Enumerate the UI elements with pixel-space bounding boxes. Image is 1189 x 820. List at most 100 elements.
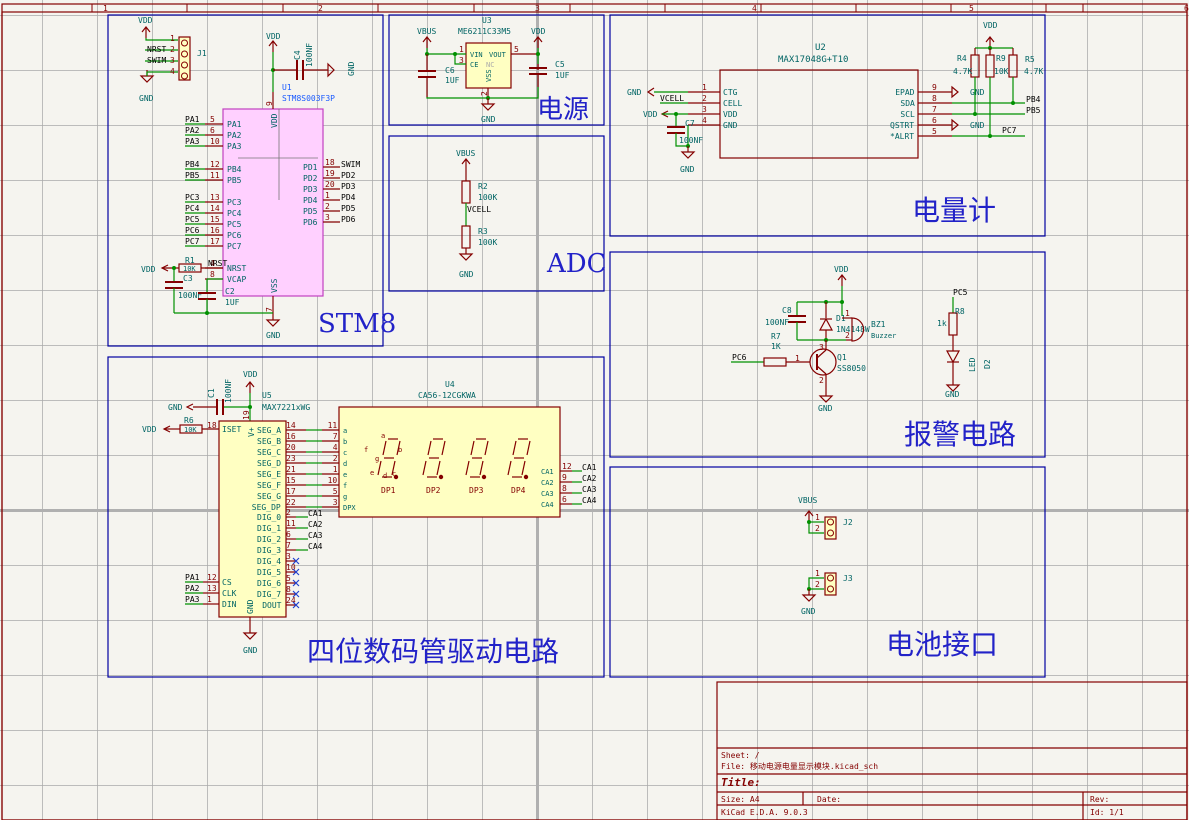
u1-pin-13: 13 bbox=[210, 193, 220, 202]
q1-pin-1: 1 bbox=[795, 354, 800, 363]
u1-pin-name-pc5: PC5 bbox=[227, 220, 242, 229]
border-col-6: 6 bbox=[1184, 4, 1189, 13]
segment bbox=[427, 440, 432, 456]
segment bbox=[391, 460, 396, 476]
u2-pin-name-scl: SCL bbox=[900, 110, 915, 119]
border-col-5: 5 bbox=[969, 4, 974, 13]
u5-pin-name-dig_3: DIG_3 bbox=[257, 546, 281, 555]
j2-pin-1: 1 bbox=[815, 513, 820, 522]
segment bbox=[479, 460, 484, 476]
section-adc[interactable] bbox=[388, 135, 605, 292]
u5-pin-name-clk: CLK bbox=[222, 589, 237, 598]
section-alarm[interactable] bbox=[609, 251, 1046, 458]
net-label-pa2: PA2 bbox=[185, 126, 200, 135]
adc-divider[interactable]: VBUS R2 100K VCELL R3 100K GND bbox=[456, 149, 497, 279]
u1-pin-15: 15 bbox=[210, 215, 220, 224]
u5-ref: U5 bbox=[262, 391, 272, 400]
ldo-u3[interactable]: VBUS VDD U3 ME6211C33M5 1 3 VIN CE VOUT … bbox=[417, 16, 570, 124]
u4-pin-6: 6 bbox=[562, 495, 567, 504]
q1-value: SS8050 bbox=[837, 364, 866, 373]
u4-pin-1: 1 bbox=[333, 465, 338, 474]
net-label-nrst-u1: NRST bbox=[208, 259, 227, 268]
u4-pin-4: 4 bbox=[333, 443, 338, 452]
u2-gnd-label-9: GND bbox=[970, 88, 985, 97]
u5-pin-name-dig_5: DIG_5 bbox=[257, 568, 281, 577]
segment bbox=[396, 440, 401, 456]
connector-j1[interactable]: VDD GND NRST SWIM 1 2 3 4 J1 bbox=[138, 16, 207, 103]
c7-gnd-label: GND bbox=[680, 165, 695, 174]
section-power[interactable] bbox=[388, 14, 605, 126]
section-stm8[interactable] bbox=[107, 14, 384, 347]
j1-pin-3: 3 bbox=[170, 56, 175, 65]
j1-pin-2: 2 bbox=[170, 45, 175, 54]
q1-pin-2: 2 bbox=[819, 376, 824, 385]
u4-seg-label-f: f bbox=[343, 482, 347, 490]
bz1-pin-1: 1 bbox=[845, 309, 850, 318]
q1-pin-3: 3 bbox=[819, 343, 824, 352]
section-battery[interactable] bbox=[609, 466, 1046, 678]
u1-pin-17: 17 bbox=[210, 237, 220, 246]
u1-pin-2: 2 bbox=[325, 202, 330, 211]
section-fuel-gauge[interactable] bbox=[609, 14, 1046, 237]
c5-ref: C5 bbox=[555, 60, 565, 69]
segment bbox=[422, 460, 427, 476]
u2-value: MAX17048G+T10 bbox=[778, 55, 848, 65]
u2-pin-1: 1 bbox=[702, 83, 707, 92]
u1-pin-20: 20 bbox=[325, 180, 335, 189]
u4-value: CA56-12CGKWA bbox=[418, 391, 476, 400]
u5-pin-name-seg_f: SEG_F bbox=[257, 481, 281, 490]
c3-ref: C3 bbox=[183, 274, 193, 283]
alarm-net-pc5: PC5 bbox=[953, 288, 968, 297]
net-label-pa1: PA1 bbox=[185, 115, 200, 124]
battery-connectors[interactable]: VBUS 1 2 J2 1 2 J3 GND bbox=[798, 496, 853, 616]
c1-ref: C1 bbox=[207, 388, 216, 398]
adc-gnd-label: GND bbox=[459, 270, 474, 279]
reset-circuit[interactable]: VDD R1 10K C3 100NF C2 1UF bbox=[141, 256, 273, 315]
r5-value: 4.7K bbox=[1024, 67, 1043, 76]
net-label-ca2: CA2 bbox=[308, 520, 323, 529]
u2-ref: U2 bbox=[815, 43, 826, 53]
section-display[interactable] bbox=[107, 356, 605, 678]
u5-pin-10: 10 bbox=[286, 563, 296, 572]
r7-ref: R7 bbox=[771, 332, 781, 341]
d1-value: 1N4148W bbox=[836, 325, 870, 334]
border-col-4: 4 bbox=[752, 4, 757, 13]
u1-pin-12: 12 bbox=[210, 160, 220, 169]
u5-pin-19: 19 bbox=[242, 410, 251, 420]
display-driver[interactable]: VDD GND C1 100NF U5 MAX7221xWG VDD R6 10… bbox=[142, 370, 339, 655]
section-title-fuel-gauge: 电量计 bbox=[912, 194, 996, 227]
capacitor-c4[interactable]: VDD C4 100NF GND bbox=[266, 32, 356, 92]
u5-pin-8: 8 bbox=[286, 585, 291, 594]
title-block-file: File: 移动电源电量显示模块.kicad_sch bbox=[721, 761, 878, 771]
u5-pin-name-dig_1: DIG_1 bbox=[257, 524, 281, 533]
net-label-pa2: PA2 bbox=[185, 584, 200, 593]
r9-value: 10K bbox=[994, 67, 1009, 76]
title-block-rev: Rev: bbox=[1090, 795, 1109, 804]
r1-ref: R1 bbox=[185, 256, 195, 265]
u5-pin-20: 20 bbox=[286, 443, 296, 452]
u2-net-vcell: VCELL bbox=[660, 94, 684, 103]
u3-value: ME6211C33M5 bbox=[458, 27, 511, 36]
u5-pin-name-seg_a: SEG_A bbox=[257, 426, 281, 435]
u3-nc-name: NC bbox=[486, 61, 494, 69]
border-col-3: 3 bbox=[535, 4, 540, 13]
page-border: 1 2 3 4 5 6 bbox=[1, 3, 1189, 820]
alarm-circuit[interactable]: VDD C8 100NF D1 1N4148W 1 2 BZ1 bbox=[731, 265, 992, 413]
u1-ref: U1 bbox=[282, 83, 292, 92]
r7-value: 1K bbox=[771, 342, 781, 351]
u1-pin-8: 8 bbox=[210, 270, 215, 279]
section-title-adc: ADC bbox=[546, 249, 607, 279]
u1-pin-14: 14 bbox=[210, 204, 220, 213]
net-label-ca2-u4: CA2 bbox=[582, 474, 597, 483]
u5-pin-24: 24 bbox=[286, 596, 296, 605]
u3-vss-name: VSS bbox=[485, 69, 493, 82]
u4-seg-label-d: d bbox=[343, 460, 347, 468]
u2-pin-9: 9 bbox=[932, 83, 937, 92]
